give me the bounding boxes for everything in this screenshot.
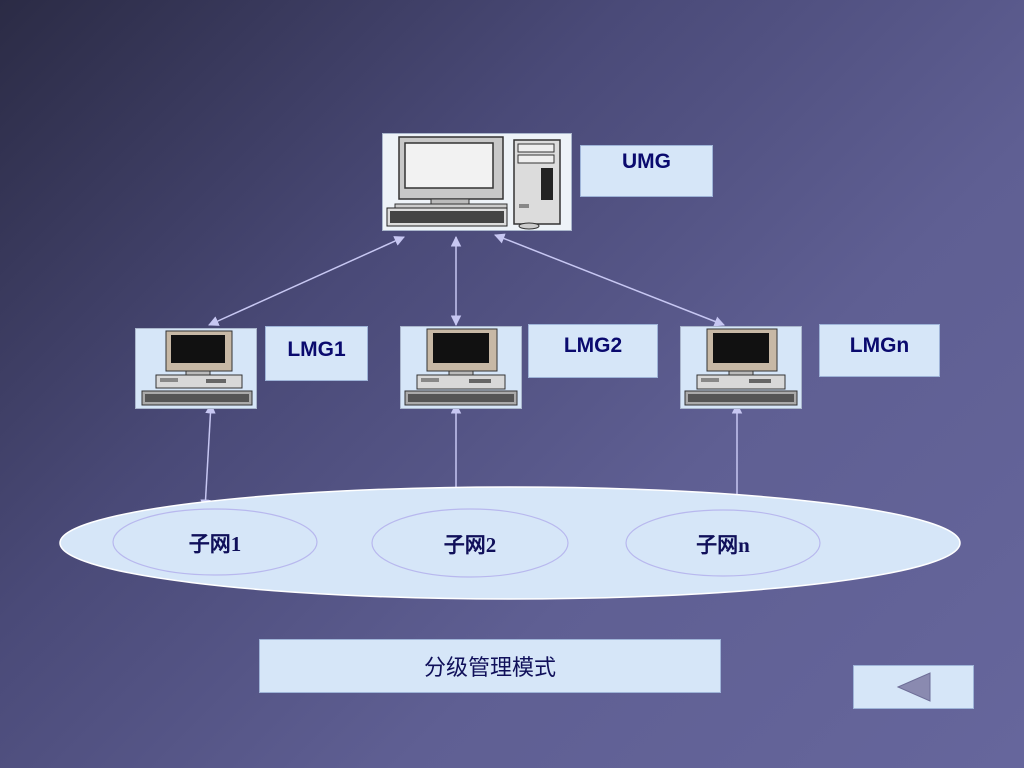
umg-computer-icon [382,133,572,231]
lmg2-label: LMG2 [528,324,658,378]
link-umg-lmg1 [208,236,405,326]
link-lmg1-subnet1 [200,402,216,511]
lmg1-computer-icon [135,328,257,409]
left-triangle-icon [896,672,931,702]
umg-label: UMG [580,145,713,197]
subnet-2-label: 子网2 [443,533,497,557]
lmg2-computer-icon [400,326,522,409]
link-umg-lmgn [494,233,725,327]
caption-text: 分级管理模式 [423,656,556,681]
subnet-n-label: 子网n [696,533,750,557]
back-button[interactable] [853,665,974,709]
lmg1-label: LMG1 [265,326,368,381]
subnet-n-ellipse [625,509,821,577]
subnet-1-ellipse [112,508,318,576]
subnet-2-ellipse [371,508,569,578]
lmgn-computer-icon [680,326,802,409]
lmgn-label: LMGn [819,324,940,377]
diagram-caption: 分级管理模式 [259,639,721,693]
subnet-1-label: 子网1 [188,532,242,556]
